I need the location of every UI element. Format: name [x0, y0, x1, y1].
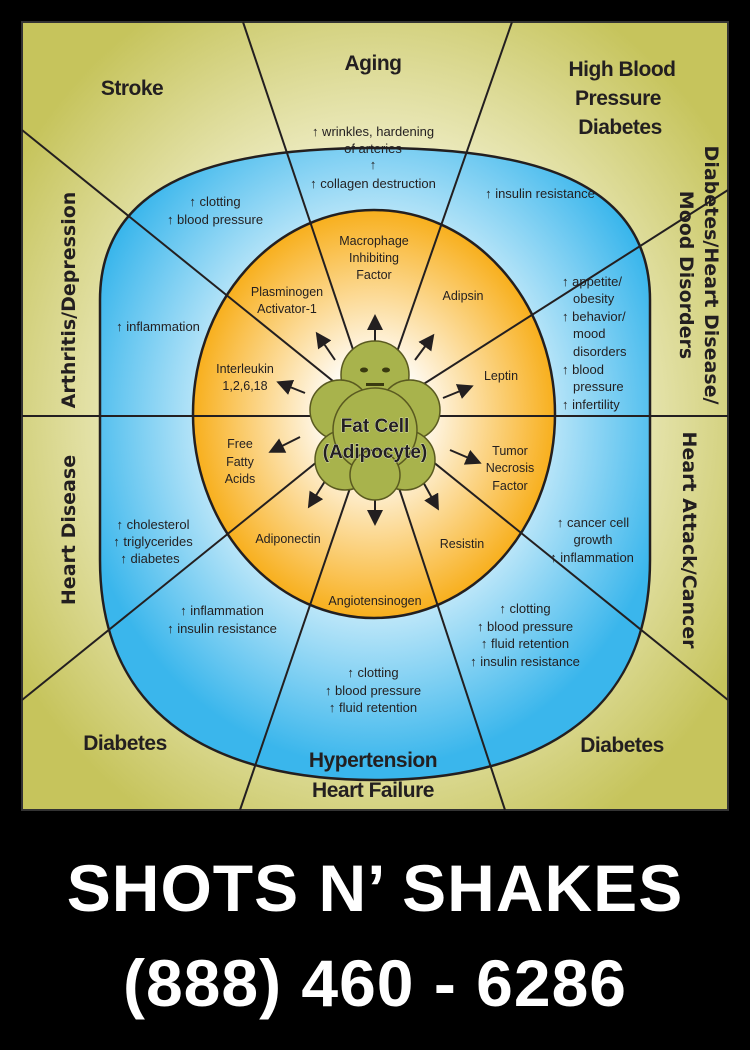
fat-cell-label: Fat Cell [341, 416, 410, 437]
secretion-mif: Macrophage Inhibiting Factor [339, 234, 409, 282]
region-heart-attack-cancer: Heart Attack/Cancer [678, 431, 700, 649]
secretion-text: Factor [356, 268, 391, 282]
effects-stroke: ↑ clotting ↑ blood pressure [167, 194, 263, 227]
effect-text: ↑ inflammation [550, 550, 634, 565]
effect-text: of arteries [344, 141, 402, 156]
region-hypertension: Hypertension [309, 749, 437, 772]
effect-text: ↑ cholesterol [117, 517, 190, 532]
effect-text: ↑ [370, 157, 377, 172]
divider-lines [21, 21, 729, 811]
effects-aging: ↑ wrinkles, hardening of arteries ↑ ↑ co… [310, 124, 436, 191]
fat-cell-label: (Adipocyte) [323, 442, 428, 463]
fat-cell-face [360, 367, 390, 386]
effects-arthritis: ↑ inflammation [116, 319, 200, 334]
effects-hypertension: ↑ clotting ↑ blood pressure ↑ fluid rete… [325, 665, 421, 715]
region-diabetes-right: Diabetes [580, 734, 664, 757]
effect-text: ↑ clotting [499, 601, 550, 616]
fat-cell [309, 340, 441, 501]
phone-number[interactable]: (888) 460 - 6286 [122, 946, 627, 1020]
secretion-text: Tumor [492, 444, 528, 458]
effect-text: ↑ appetite/ [562, 274, 622, 289]
secretion-text: 1,2,6,18 [222, 379, 267, 393]
effect-text: ↑ wrinkles, hardening [312, 124, 434, 139]
region-arthritis: Arthritis/Depression [58, 192, 80, 409]
effects-high-bp: ↑ insulin resistance [485, 186, 595, 201]
secretion-text: Plasminogen [251, 285, 323, 299]
secretion-text: Fatty [226, 455, 255, 469]
effect-text: disorders [573, 344, 627, 359]
effect-text: pressure [573, 379, 624, 394]
effect-text: ↑ infertility [562, 397, 620, 412]
effect-text: ↑ clotting [189, 194, 240, 209]
region-high-bp: Diabetes [578, 116, 662, 139]
region-high-bp: High Blood [569, 58, 676, 81]
effects-cancer: ↑ cancer cell growth ↑ inflammation [550, 515, 634, 565]
business-name: SHOTS N’ SHAKES [66, 851, 684, 925]
effect-text: ↑ fluid retention [329, 700, 417, 715]
region-diabetes-heart-mood: Diabetes/Heart Disease/ [700, 146, 722, 405]
effects-diabetes-left: ↑ inflammation ↑ insulin resistance [167, 603, 277, 636]
effect-text: ↑ insulin resistance [167, 621, 277, 636]
effect-text: ↑ fluid retention [481, 636, 569, 651]
secretion-leptin: Leptin [484, 369, 518, 383]
region-heart-disease: Heart Disease [58, 455, 80, 605]
region-aging: Aging [345, 52, 402, 75]
effect-text: ↑ inflammation [180, 603, 264, 618]
effect-text: ↑ collagen destruction [310, 176, 436, 191]
secretion-angiotensinogen: Angiotensinogen [328, 594, 421, 608]
effect-text: ↑ blood pressure [477, 619, 573, 634]
region-high-bp: Pressure [575, 87, 661, 110]
effect-text: ↑ diabetes [120, 551, 180, 566]
secretion-text: Factor [492, 479, 527, 493]
secretion-text: Interleukin [216, 362, 274, 376]
effect-text: growth [573, 532, 612, 547]
secretion-text: Macrophage [339, 234, 409, 248]
region-stroke: Stroke [101, 77, 163, 100]
secretion-text: Activator-1 [257, 302, 317, 316]
effect-text: ↑ blood pressure [325, 683, 421, 698]
secretion-resistin: Resistin [440, 537, 485, 551]
secretion-text: Free [227, 437, 253, 451]
secretion-tnf: Tumor Necrosis Factor [486, 444, 535, 493]
effect-text: ↑ blood pressure [167, 212, 263, 227]
effect-text: ↑ blood [562, 362, 604, 377]
secretion-ffa: Free Fatty Acids [225, 437, 256, 486]
effects-diabetes-right: ↑ clotting ↑ blood pressure ↑ fluid rete… [470, 601, 580, 669]
effect-text: ↑ behavior/ [562, 309, 626, 324]
secretion-text: Inhibiting [349, 251, 399, 265]
secretion-adiponectin: Adiponectin [255, 532, 320, 546]
effects-mood: ↑ appetite/ obesity ↑ behavior/ mood dis… [562, 274, 627, 412]
effect-text: obesity [573, 291, 615, 306]
effect-text: mood [573, 326, 606, 341]
effect-text: ↑ insulin resistance [470, 654, 580, 669]
effect-text: ↑ clotting [347, 665, 398, 680]
secretion-text: Necrosis [486, 461, 535, 475]
secretion-adipsin: Adipsin [443, 289, 484, 303]
effect-text: ↑ triglycerides [113, 534, 193, 549]
secretion-interleukin: Interleukin 1,2,6,18 [216, 362, 274, 393]
region-hypertension: Heart Failure [312, 779, 434, 802]
secretion-pai: Plasminogen Activator-1 [251, 285, 323, 316]
region-diabetes-left: Diabetes [83, 732, 167, 755]
effects-heart-disease: ↑ cholesterol ↑ triglycerides ↑ diabetes [113, 517, 193, 566]
effect-text: ↑ cancer cell [557, 515, 629, 530]
region-diabetes-heart-mood: Mood Disorders [675, 191, 697, 359]
secretion-text: Acids [225, 472, 256, 486]
